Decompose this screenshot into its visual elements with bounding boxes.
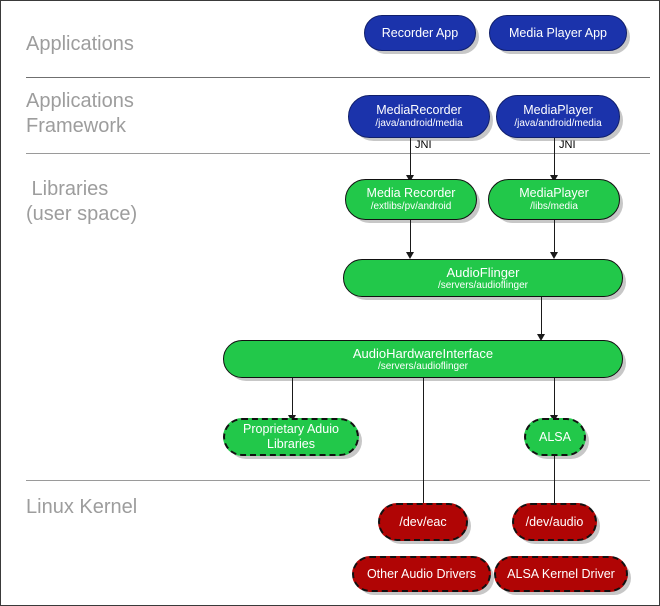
node-dev-audio[interactable]: /dev/audio [512, 503, 597, 541]
section-label-applications-framework: Applications Framework [26, 90, 134, 137]
node-title-line2: Libraries [267, 437, 315, 451]
arrowhead-player-to-audioflinger [550, 252, 558, 259]
node-title: Other Audio Drivers [366, 566, 477, 581]
edge-label-jni-player: JNI [559, 139, 576, 151]
node-subtitle: /extlibs/pv/android [370, 201, 452, 212]
connector-mediarecorder-jni [410, 138, 411, 180]
node-title: MediaPlayer [523, 103, 593, 117]
divider-framework [26, 153, 650, 154]
node-subtitle: /servers/audioflinger [377, 360, 469, 372]
edge-label-jni-recorder: JNI [415, 139, 432, 151]
node-title: /dev/eac [399, 514, 447, 529]
node-audioflinger[interactable]: AudioFlinger /servers/audioflinger [343, 259, 623, 297]
node-subtitle: /java/android/media [375, 118, 463, 129]
node-title: Recorder App [381, 25, 459, 40]
arrowhead-recorder-to-audioflinger [406, 252, 414, 259]
node-title: MediaPlayer [519, 186, 589, 200]
node-title: ALSA [539, 429, 571, 444]
connector-hwinterface-to-proprietary [292, 378, 293, 416]
section-label-applications: Applications [26, 33, 134, 55]
connector-hwinterface-to-alsa [554, 378, 555, 416]
connector-recorder-to-audioflinger [410, 220, 411, 253]
node-subtitle: /libs/media [530, 201, 578, 212]
node-alsa[interactable]: ALSA [524, 418, 586, 456]
section-label-libraries: Libraries (user space) [26, 178, 138, 225]
connector-mediaplayer-jni [554, 138, 555, 180]
node-media-recorder-library[interactable]: Media Recorder /extlibs/pv/android [345, 179, 477, 220]
node-title: AudioFlinger [446, 264, 520, 280]
connector-audioflinger-to-hwinterface [541, 297, 542, 335]
node-title: ALSA Kernel Driver [507, 566, 615, 581]
node-audiohardwareinterface[interactable]: AudioHardwareInterface /servers/audiofli… [223, 340, 623, 378]
divider-applications [26, 77, 650, 78]
node-title: /dev/audio [525, 514, 584, 529]
node-title: MediaRecorder [376, 103, 462, 117]
node-media-player-app[interactable]: Media Player App [489, 15, 627, 51]
node-dev-eac[interactable]: /dev/eac [378, 503, 468, 541]
node-subtitle: /java/android/media [514, 118, 602, 129]
node-proprietary-audio-libraries[interactable]: Proprietary Aduio Libraries [223, 418, 359, 456]
node-title: Media Player App [509, 25, 607, 40]
section-label-linux-kernel: Linux Kernel [26, 496, 138, 518]
node-subtitle: /servers/audioflinger [437, 279, 529, 291]
divider-kernel [26, 480, 650, 481]
node-mediarecorder-framework[interactable]: MediaRecorder /java/android/media [348, 95, 490, 138]
node-recorder-app[interactable]: Recorder App [364, 15, 476, 51]
node-title: Proprietary Aduio [243, 422, 339, 436]
node-alsa-kernel-driver[interactable]: ALSA Kernel Driver [494, 556, 628, 592]
node-title: Media Recorder [366, 186, 456, 200]
node-media-player-library[interactable]: MediaPlayer /libs/media [488, 179, 620, 220]
connector-hwinterface-to-dev-eac [423, 378, 424, 506]
connector-player-to-audioflinger [554, 220, 555, 253]
node-title: AudioHardwareInterface [352, 345, 494, 361]
arrowhead-audioflinger-to-hwinterface [537, 334, 545, 341]
node-other-audio-drivers[interactable]: Other Audio Drivers [352, 556, 491, 592]
connector-alsa-to-dev-audio [554, 456, 555, 506]
node-mediaplayer-framework[interactable]: MediaPlayer /java/android/media [496, 95, 620, 138]
